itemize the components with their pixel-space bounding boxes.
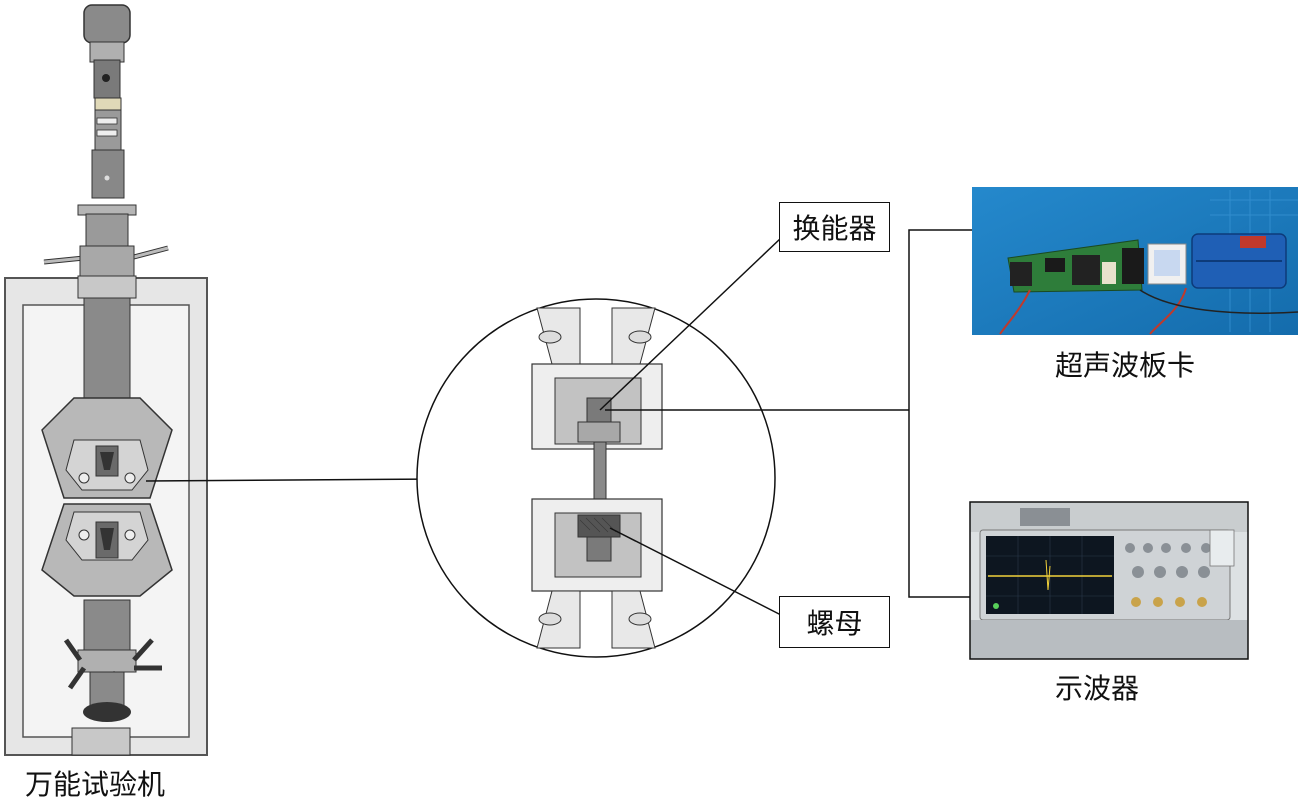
scope-wire — [908, 410, 970, 598]
board-wire — [908, 229, 972, 410]
oscilloscope-caption: 示波器 — [1055, 672, 1140, 705]
nut-label: 螺母 — [806, 607, 863, 640]
board-caption: 超声波板卡 — [1055, 349, 1196, 382]
circuit-board-icon — [972, 187, 1299, 335]
transducer-label: 换能器 — [792, 212, 877, 245]
oscilloscope-icon — [970, 502, 1248, 659]
nut-leader — [609, 527, 782, 616]
machine-caption: 万能试验机 — [25, 768, 166, 801]
transducer-leader — [599, 237, 782, 411]
testing-machine-illustration — [4, 4, 208, 756]
transducer-label-box: 换能器 — [779, 202, 890, 252]
zoomed-grip-detail — [416, 298, 776, 658]
nut-label-box: 螺母 — [779, 596, 890, 648]
